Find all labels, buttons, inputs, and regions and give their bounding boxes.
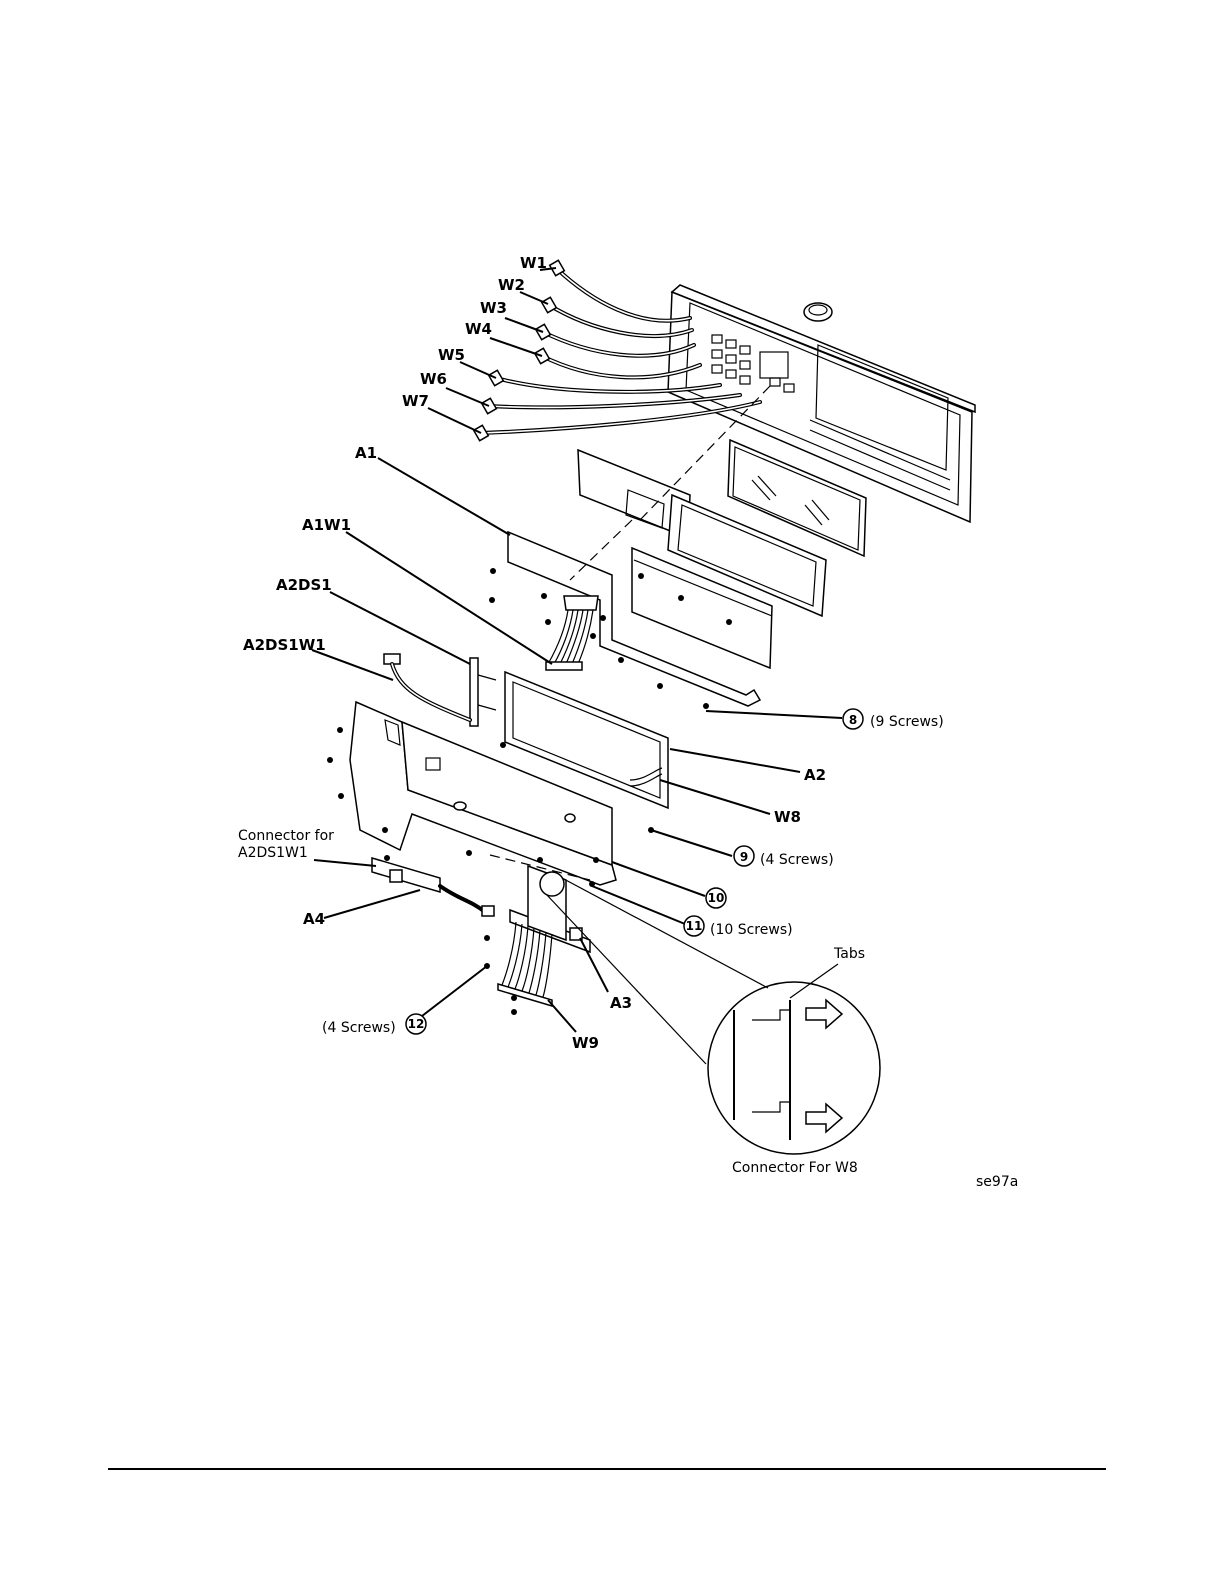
a2ds1-lamp [470, 658, 496, 726]
label-w2: W2 [498, 276, 525, 294]
ribbon-a1w1 [546, 596, 598, 670]
callout-8-note: (9 Screws) [870, 714, 944, 730]
label-connector-a2ds1w1-line1: Connector for [238, 828, 334, 844]
callout-11-note: (10 Screws) [710, 922, 793, 938]
label-w4: W4 [465, 320, 492, 338]
callout-9: 9 (4 Screws) [734, 846, 834, 868]
label-tabs: Tabs [833, 946, 865, 962]
callout-10: 10 [706, 888, 726, 908]
callout-8: 8 (9 Screws) [843, 709, 944, 730]
label-a1: A1 [355, 444, 377, 462]
footer-rule [108, 1468, 1106, 1470]
label-w1: W1 [520, 254, 547, 272]
label-a3: A3 [610, 994, 632, 1012]
callout-8-number: 8 [849, 713, 857, 727]
label-connector-w8: Connector For W8 [732, 1160, 858, 1176]
callout-11-number: 11 [686, 919, 703, 933]
a4-board [372, 858, 494, 916]
callout-9-note: (4 Screws) [760, 852, 834, 868]
label-w8: W8 [774, 808, 801, 826]
label-a2: A2 [804, 766, 826, 784]
label-connector-a2ds1w1-line2: A2DS1W1 [238, 845, 308, 861]
label-w9: W9 [572, 1034, 599, 1052]
label-w6: W6 [420, 370, 447, 388]
detail-view-circle [540, 872, 880, 1154]
label-w5: W5 [438, 346, 465, 364]
callout-9-number: 9 [740, 850, 748, 864]
callout-12-number: 12 [408, 1017, 425, 1031]
label-a2ds1w1: A2DS1W1 [243, 636, 326, 654]
label-a1w1: A1W1 [302, 516, 351, 534]
figure-id: se97a [976, 1174, 1018, 1190]
rotary-knob [804, 303, 832, 321]
callout-11: 11 (10 Screws) [684, 916, 793, 938]
label-a2ds1: A2DS1 [276, 576, 332, 594]
callout-12-note: (4 Screws) [322, 1020, 396, 1036]
label-w7: W7 [402, 392, 429, 410]
callout-10-number: 10 [708, 891, 725, 905]
label-w3: W3 [480, 299, 507, 317]
callout-12: 12 (4 Screws) [322, 1014, 426, 1036]
label-a4: A4 [303, 910, 325, 928]
cable-a2ds1w1 [384, 654, 470, 720]
